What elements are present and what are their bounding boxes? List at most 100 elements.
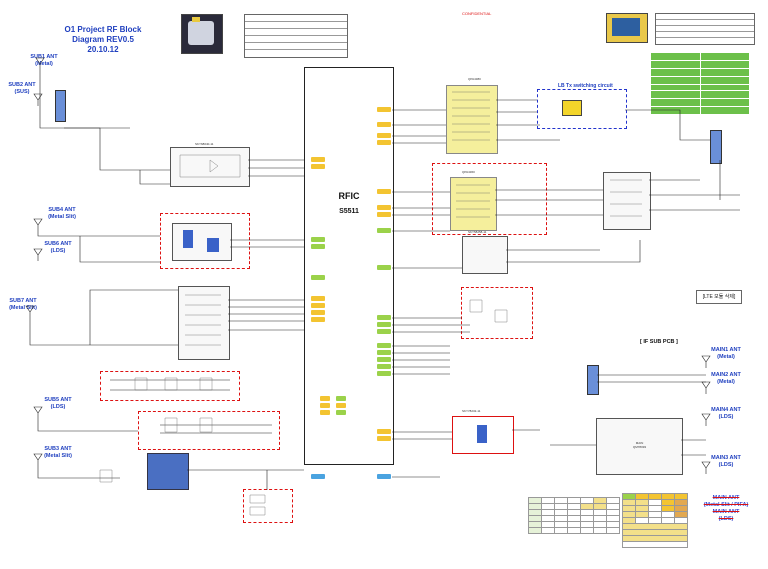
rfic-port [377,329,391,334]
dashed-region [100,371,240,401]
antenna-main3: MAIN3 ANT (LDS) [706,455,746,469]
rfic-port [377,357,391,362]
main-block-part: QM78093 [632,445,647,449]
legend-pill [320,396,330,401]
antenna-icon [33,93,43,106]
antenna-icon [33,453,43,466]
antenna-icon [35,57,45,70]
module-mid [462,236,508,274]
green-table-2 [650,90,750,115]
dashed-region [432,163,547,235]
antenna-name: SUB6 ANT [44,241,72,247]
antenna-main4: MAIN4 ANT (LDS) [706,407,746,421]
dashed-region [243,489,293,523]
rfic-port [377,364,391,369]
rfic-port [311,237,325,242]
antenna-name: MAIN ANT [712,495,740,501]
dashed-region-blue [537,89,627,129]
antenna-name: SUB1 ANT [30,54,58,60]
antenna-name: SUB5 ANT [44,397,72,403]
antenna-type: (SUS) [14,89,30,95]
diagram-title: O1 Project RF Block Diagram REV0.5 20.10… [48,25,158,55]
antenna-name: MAIN2 ANT [711,372,741,378]
rfic-port [311,474,325,479]
bottom-table-1 [528,497,620,534]
module-label: SKY78232-11 [462,409,481,413]
antenna-name: MAIN3 ANT [711,455,741,461]
blue-component [183,230,193,248]
antenna-type: (LDS) [718,414,734,420]
bottom-table-2 [622,493,688,548]
antenna-type: (Metal Slit) [44,453,72,459]
antenna-icon [701,355,711,368]
rfic-port [311,310,325,315]
antenna-type: (LDS) [718,462,734,468]
rfic-port [377,265,391,270]
rfic-port [311,157,325,162]
antenna-type: (LDS) [718,516,734,522]
if-connector [55,90,66,122]
antenna-type: (Metal Slit) [48,214,76,220]
if-connector [587,365,599,395]
antenna-icon [33,248,43,261]
rfic-port [377,322,391,327]
rfic-port [311,164,325,169]
antenna-icon [701,381,711,394]
antenna-sub7: SUB7 ANT (Metal Slit) [2,298,44,312]
rfic-port [311,296,325,301]
antenna-main1: MAIN1 ANT (Metal) [706,347,746,361]
rfic-port [377,436,391,441]
module-chip [603,172,651,230]
antenna-sub6: SUB6 ANT (LDS) [38,241,78,255]
antenna-icon [701,413,711,426]
board-photo-right [606,13,648,43]
rfic-port [311,303,325,308]
board-photo-left [181,14,223,54]
legend-pill [320,410,330,415]
antenna-type: (LDS) [50,404,66,410]
antenna-icon [33,406,43,419]
dashed-region [461,287,533,339]
antenna-type: (Metal) [717,354,735,360]
blue-module [147,453,189,490]
module-label: SKY68040-11 [195,142,214,146]
antenna-icon [701,461,711,474]
top-red-label: CONFIDENTIAL [462,11,492,16]
module-qpa-top [446,85,498,154]
antenna-main-removed: MAIN ANT (Metal Slit / PIFA) MAIN ANT (L… [700,495,752,523]
if-connector [710,130,722,164]
rfic-port [311,244,325,249]
module-chip [172,223,232,261]
antenna-main2: MAIN2 ANT (Metal) [706,372,746,386]
legend-pill [336,410,346,415]
module-label: SKY58258-11 [468,230,487,234]
antenna-sub3: SUB3 ANT (Metal Slit) [38,446,78,460]
spec-table-top [244,14,348,58]
antenna-sub5: SUB5 ANT (LDS) [38,397,78,411]
antenna-name: SUB3 ANT [44,446,72,452]
rfic-port [311,317,325,322]
rfic-part: S5511 [339,208,359,215]
antenna-icon [25,305,35,318]
rfic-port [377,107,391,112]
legend-pill [320,403,330,408]
antenna-name: SUB2 ANT [8,82,36,88]
switch-component [562,100,582,116]
rfic-port [377,212,391,217]
module-chip [178,286,230,360]
dashed-region [138,411,280,450]
lb-tx-label: LB Tx switching circuit [558,83,613,89]
main-block: MAIN QM78093 [596,418,683,475]
rfic-name: RFIC [338,191,360,201]
rfic-port [377,140,391,145]
rfic-port [377,122,391,127]
rfic-port [377,371,391,376]
antenna-name: SUB4 ANT [48,207,76,213]
antenna-type: (Metal Slit) [9,305,37,311]
spec-table-right [655,13,755,45]
antenna-name: MAIN ANT [712,509,740,515]
legend-pill [336,403,346,408]
blue-component [477,425,487,443]
antenna-name: SUB7 ANT [9,298,37,304]
module-qpa-mid [450,177,497,231]
